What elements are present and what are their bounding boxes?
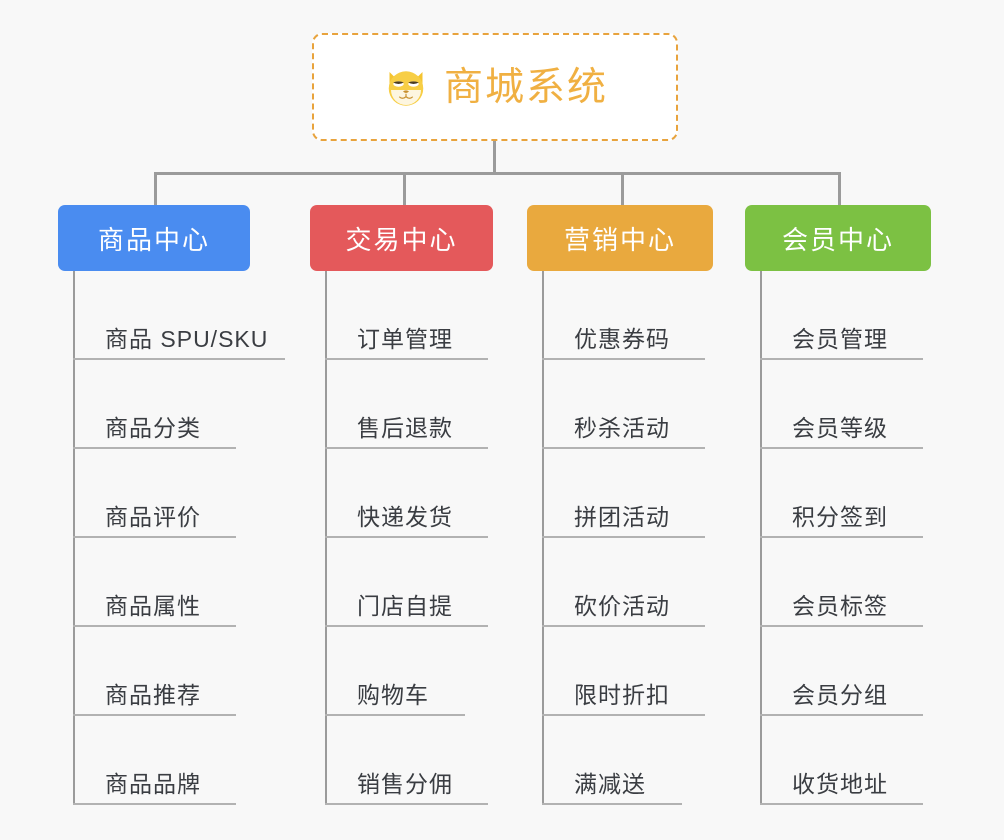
leaf-item-label: 商品评价 — [105, 503, 201, 530]
leaf-item[interactable]: 优惠券码 — [542, 271, 705, 360]
leaf-item-label: 砍价活动 — [574, 592, 670, 619]
leaf-item-label: 快递发货 — [357, 503, 453, 530]
shiba-dog-icon — [388, 71, 424, 109]
leaf-item[interactable]: 收货地址 — [760, 716, 923, 805]
category-header-4[interactable]: 会员中心 — [745, 205, 931, 271]
leaf-item-label: 秒杀活动 — [574, 414, 670, 441]
leaf-item[interactable]: 会员标签 — [760, 538, 923, 627]
leaf-item-label: 会员标签 — [792, 592, 888, 619]
leaf-item[interactable]: 快递发货 — [325, 449, 488, 538]
leaf-item-label: 购物车 — [357, 681, 429, 708]
leaf-item[interactable]: 销售分佣 — [325, 716, 488, 805]
leaf-item-label: 优惠券码 — [574, 325, 670, 352]
leaf-item-label: 会员管理 — [792, 325, 888, 352]
leaf-item-label: 会员分组 — [792, 681, 888, 708]
leaf-item-label: 商品品牌 — [105, 770, 201, 797]
leaf-item-label: 限时折扣 — [574, 681, 670, 708]
leaf-item-label: 销售分佣 — [357, 770, 453, 797]
branch-trunk-2 — [325, 271, 327, 805]
leaf-item[interactable]: 会员分组 — [760, 627, 923, 716]
leaf-item-label: 拼团活动 — [574, 503, 670, 530]
leaf-item-label: 商品属性 — [105, 592, 201, 619]
leaf-item[interactable]: 商品推荐 — [73, 627, 236, 716]
leaf-item[interactable]: 商品 SPU/SKU — [73, 271, 285, 360]
connector-drop-4 — [838, 172, 841, 206]
leaf-item-label: 商品推荐 — [105, 681, 201, 708]
connector-drop-1 — [154, 172, 157, 206]
leaf-item[interactable]: 商品评价 — [73, 449, 236, 538]
leaf-item-label: 售后退款 — [357, 414, 453, 441]
leaf-item[interactable]: 商品品牌 — [73, 716, 236, 805]
connector-drop-3 — [621, 172, 624, 206]
connector-drop-2 — [403, 172, 406, 206]
leaf-item[interactable]: 购物车 — [325, 627, 465, 716]
leaf-item[interactable]: 售后退款 — [325, 360, 488, 449]
leaf-item-label: 门店自提 — [357, 592, 453, 619]
leaf-item[interactable]: 砍价活动 — [542, 538, 705, 627]
category-header-3[interactable]: 营销中心 — [527, 205, 713, 271]
leaf-item[interactable]: 商品分类 — [73, 360, 236, 449]
branch-trunk-1 — [73, 271, 75, 805]
leaf-item-label: 商品 SPU/SKU — [105, 325, 269, 352]
connector-root-stub — [493, 141, 496, 175]
leaf-item[interactable]: 限时折扣 — [542, 627, 705, 716]
branch-trunk-4 — [760, 271, 762, 805]
leaf-item-label: 商品分类 — [105, 414, 201, 441]
leaf-item[interactable]: 会员等级 — [760, 360, 923, 449]
root-node[interactable]: 商城系统 — [312, 33, 678, 141]
branch-trunk-3 — [542, 271, 544, 805]
leaf-item[interactable]: 订单管理 — [325, 271, 488, 360]
leaf-item-label: 收货地址 — [792, 770, 888, 797]
category-header-1[interactable]: 商品中心 — [58, 205, 250, 271]
root-title: 商城系统 — [443, 65, 608, 109]
leaf-item[interactable]: 拼团活动 — [542, 449, 705, 538]
leaf-item[interactable]: 门店自提 — [325, 538, 488, 627]
leaf-item[interactable]: 会员管理 — [760, 271, 923, 360]
category-header-2[interactable]: 交易中心 — [310, 205, 493, 271]
leaf-item-label: 积分签到 — [792, 503, 888, 530]
leaf-item-label: 满减送 — [574, 770, 646, 797]
leaf-item-label: 会员等级 — [792, 414, 888, 441]
leaf-item[interactable]: 商品属性 — [73, 538, 236, 627]
leaf-item[interactable]: 秒杀活动 — [542, 360, 705, 449]
leaf-item[interactable]: 积分签到 — [760, 449, 923, 538]
leaf-item-label: 订单管理 — [357, 325, 453, 352]
connector-horizontal-bus — [154, 172, 840, 175]
leaf-item[interactable]: 满减送 — [542, 716, 682, 805]
